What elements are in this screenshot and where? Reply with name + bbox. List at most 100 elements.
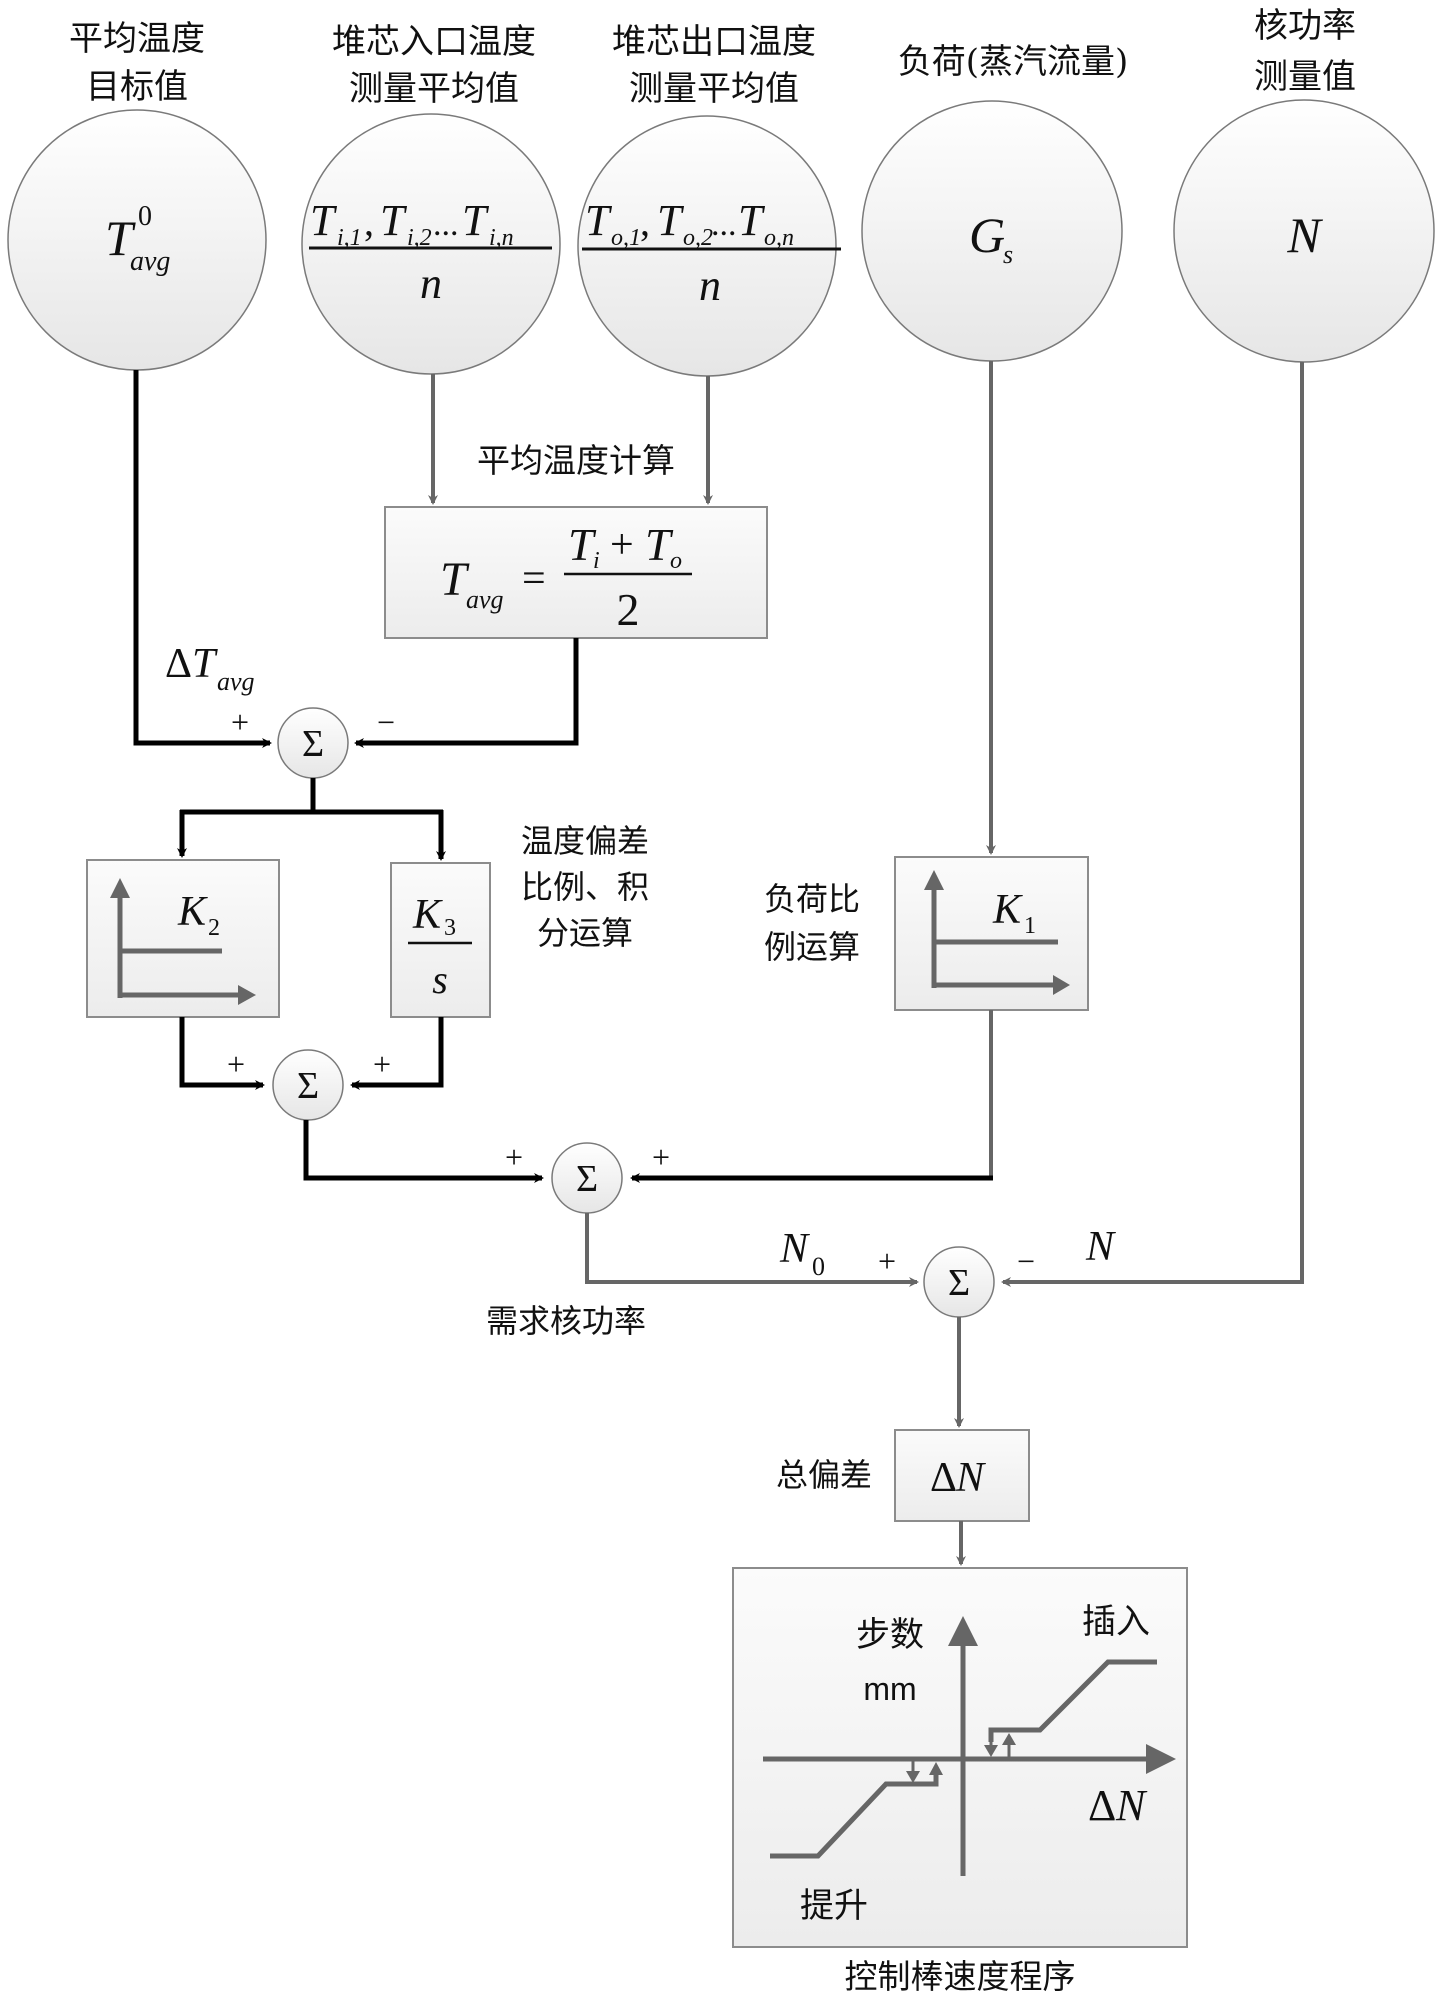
demand-power-n0: N 0 bbox=[779, 1226, 825, 1281]
y-axis-label-unit: mm bbox=[863, 1671, 916, 1707]
x-axis-arrow-icon bbox=[238, 985, 256, 1005]
subscript: avg bbox=[130, 246, 170, 277]
subscript: o,2 bbox=[683, 225, 713, 251]
t-symbol: T bbox=[738, 196, 766, 245]
y-axis-arrow-icon bbox=[110, 878, 130, 898]
input-label-nuclear-power: 核功率 测量值 bbox=[1254, 6, 1356, 97]
block-frame bbox=[384, 506, 768, 639]
rod-speed-program-block: 步数 mm 插入 提升 Δ N bbox=[732, 1567, 1188, 1948]
label-line: 目标值 bbox=[86, 67, 188, 107]
t-symbol: T bbox=[462, 196, 490, 245]
superscript: 0 bbox=[138, 201, 152, 232]
delta-tavg-label: Δ T avg bbox=[165, 641, 255, 696]
wire-avgcalc-to-sum1 bbox=[354, 638, 579, 748]
symbol: N bbox=[779, 1226, 810, 1272]
k3-integral-block: K 3 s bbox=[390, 862, 491, 1018]
input-label-load: 负荷(蒸汽流量) bbox=[898, 42, 1129, 82]
withdraw-curve bbox=[770, 1772, 939, 1859]
total-deviation-block: Δ N bbox=[894, 1429, 1030, 1522]
num-b-sub: o bbox=[670, 548, 682, 574]
gain-subscript: 1 bbox=[1024, 913, 1036, 939]
input-label-inlet-temp: 堆芯入口温度 测量平均值 bbox=[332, 22, 536, 109]
label-line: 堆芯入口温度 bbox=[332, 22, 536, 62]
subscript: avg bbox=[217, 667, 255, 696]
gain-symbol: K bbox=[992, 887, 1023, 933]
delta-glyph: Δ bbox=[930, 1455, 957, 1501]
x-axis-arrow-icon bbox=[1146, 1744, 1176, 1774]
numerator: T o,1 , T o,2 ... T o,n bbox=[585, 196, 794, 251]
label-line: 负荷(蒸汽流量) bbox=[898, 42, 1129, 82]
rod-program-caption: 控制棒速度程序 bbox=[845, 1957, 1076, 1996]
demand-power-label: 需求核功率 bbox=[486, 1302, 646, 1340]
insert-label: 插入 bbox=[1082, 1602, 1150, 1642]
label-line: 分运算 bbox=[537, 914, 633, 952]
t-symbol: T bbox=[657, 196, 685, 245]
wire-demand-to-sum4 bbox=[585, 1213, 919, 1287]
y-axis-label-steps: 步数 bbox=[856, 1615, 924, 1655]
num-a-sub: i bbox=[593, 548, 600, 574]
wire-sum2-to-sum3 bbox=[303, 1120, 544, 1183]
comma: , bbox=[640, 199, 650, 244]
sum-junction-power-error: Σ + − bbox=[878, 1243, 1035, 1318]
x-axis-label-delta: Δ bbox=[1088, 1781, 1116, 1830]
num-subscript: 3 bbox=[444, 915, 456, 941]
label-line: 测量平均值 bbox=[349, 69, 519, 109]
sign-plus: + bbox=[373, 1046, 391, 1082]
sum-junction-pi: Σ + + bbox=[227, 1046, 391, 1121]
gain-symbol: K bbox=[177, 889, 208, 935]
k2-proportional-block: K 2 bbox=[86, 859, 280, 1018]
input-node-load: G s bbox=[861, 100, 1123, 362]
y-axis-arrow-icon bbox=[924, 870, 944, 890]
input-node-nuclear-power: N bbox=[1173, 99, 1435, 363]
wire-measured-n-to-sum4 bbox=[1001, 362, 1304, 1287]
label-line: 测量值 bbox=[1254, 57, 1356, 97]
sign-minus: − bbox=[1017, 1243, 1035, 1279]
input-label-tavg-target: 平均温度 目标值 bbox=[69, 19, 205, 107]
subscript: o,1 bbox=[611, 225, 641, 251]
sigma-glyph: Σ bbox=[297, 1065, 319, 1107]
denominator: 2 bbox=[617, 584, 640, 635]
t-symbol: T bbox=[310, 196, 338, 245]
lhs-symbol: T bbox=[440, 553, 470, 606]
label-line: 核功率 bbox=[1254, 6, 1356, 46]
symbol: G bbox=[969, 207, 1005, 263]
y-axis-arrow-icon bbox=[948, 1616, 978, 1646]
label-line: 测量平均值 bbox=[629, 69, 799, 109]
t-symbol: T bbox=[585, 196, 613, 245]
num-b: T bbox=[645, 519, 674, 570]
arrow-up-icon bbox=[1002, 1733, 1016, 1745]
symbol: N bbox=[1286, 207, 1323, 263]
t-symbol: T bbox=[380, 196, 408, 245]
symbol: N bbox=[955, 1455, 986, 1501]
sign-minus: − bbox=[377, 704, 395, 740]
subscript: 0 bbox=[812, 1252, 825, 1281]
ellipsis: ... bbox=[433, 206, 459, 243]
comma: , bbox=[364, 199, 374, 244]
gain-subscript: 2 bbox=[208, 915, 220, 941]
load-prop-label: 负荷比 例运算 bbox=[764, 880, 860, 966]
measured-n-label: N bbox=[1085, 1224, 1116, 1270]
label-line: 比例、积 bbox=[521, 868, 649, 906]
label-line: 堆芯出口温度 bbox=[612, 22, 816, 62]
input-node-tavg-target: T 0 avg bbox=[7, 109, 267, 371]
label-line: 负荷比 bbox=[764, 880, 860, 918]
num-a: T bbox=[568, 519, 597, 570]
sign-plus: + bbox=[505, 1139, 523, 1175]
arrow-down-icon bbox=[906, 1771, 920, 1783]
wire-k2-to-sum2 bbox=[179, 1017, 265, 1090]
wire-k3-to-sum2 bbox=[350, 1017, 444, 1090]
plus-sign: + bbox=[610, 522, 634, 568]
total-deviation-label: 总偏差 bbox=[776, 1456, 872, 1494]
subscript: o,n bbox=[764, 225, 794, 251]
x-axis-arrow-icon bbox=[1053, 975, 1070, 995]
sign-plus: + bbox=[878, 1243, 896, 1279]
sign-plus: + bbox=[231, 704, 249, 740]
temp-pi-label: 温度偏差 比例、积 分运算 bbox=[521, 822, 649, 952]
avg-calc-block: T avg = T i + T o 2 bbox=[384, 506, 768, 639]
sigma-glyph: Σ bbox=[948, 1262, 970, 1304]
label-line: 例运算 bbox=[764, 928, 860, 966]
sum-junction-demand: Σ + + bbox=[505, 1139, 670, 1214]
x-axis-label-symbol: N bbox=[1115, 1781, 1148, 1830]
symbol: T bbox=[105, 210, 136, 266]
sign-plus: + bbox=[652, 1139, 670, 1175]
